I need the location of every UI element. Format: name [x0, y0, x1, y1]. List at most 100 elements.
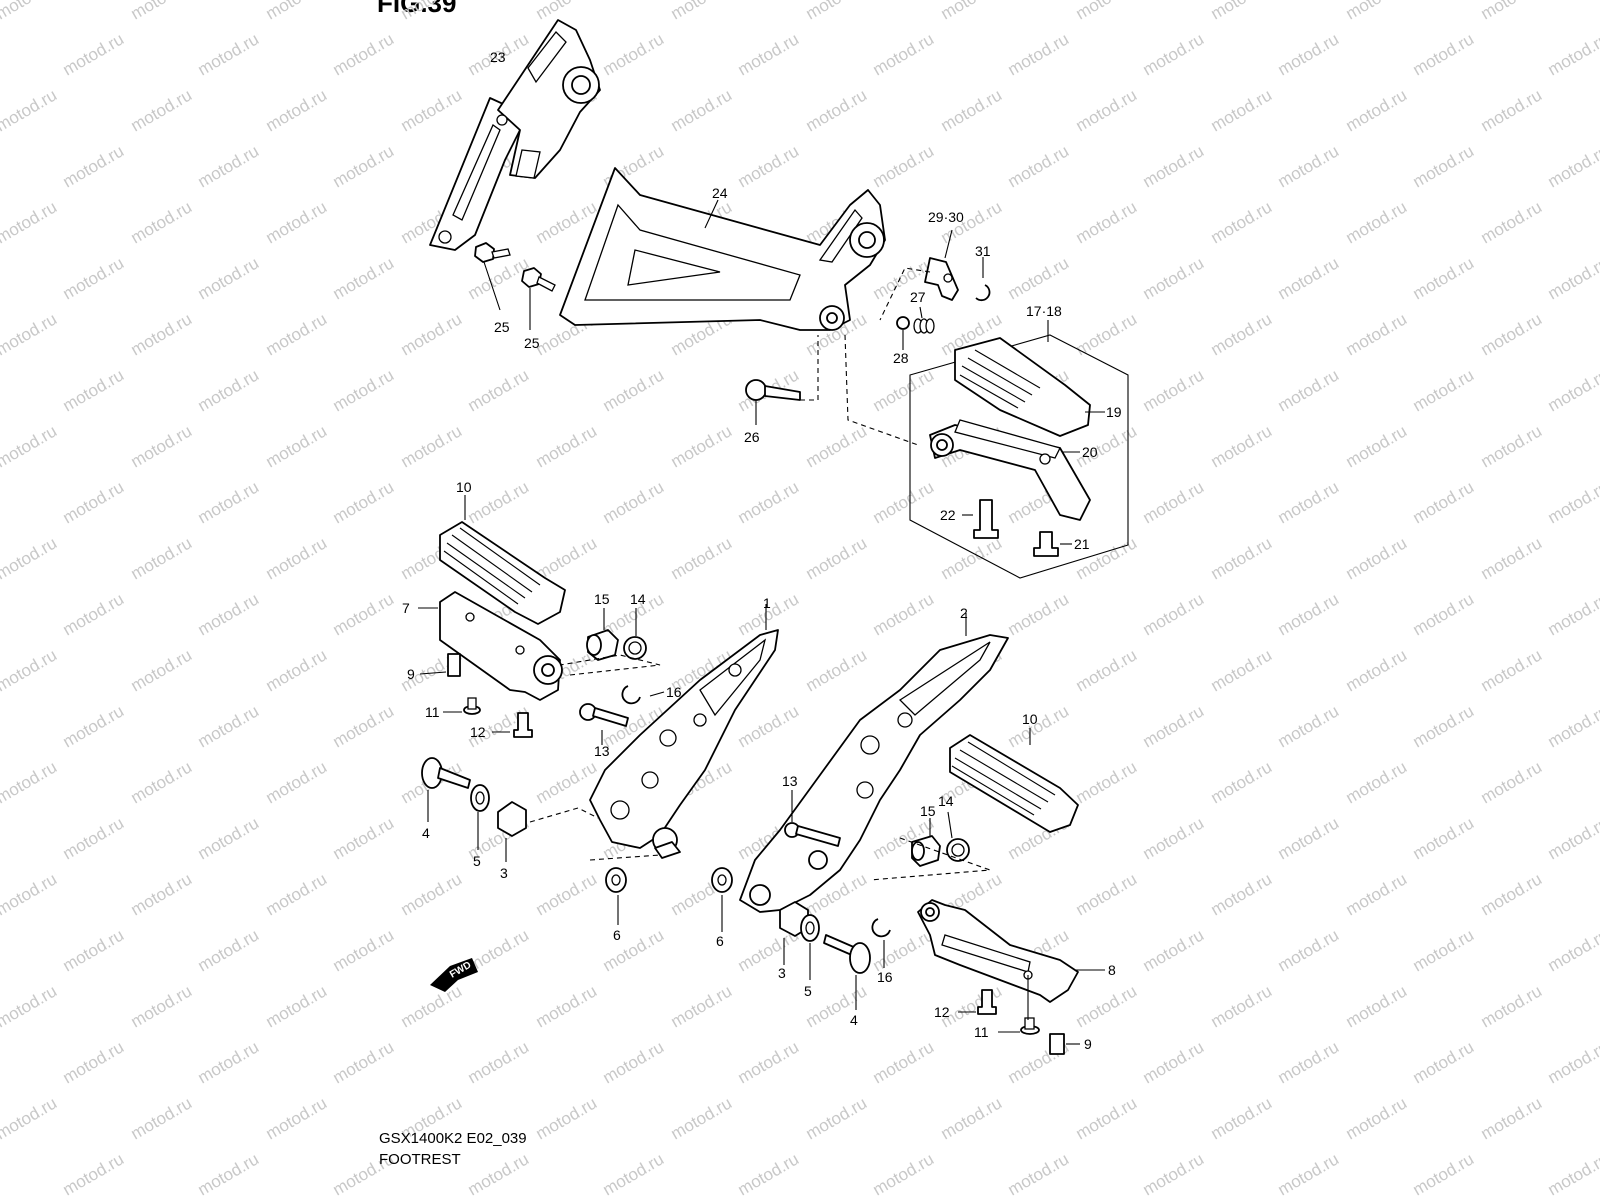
watermark-text: motod.ru: [398, 309, 466, 359]
watermark-text: motod.ru: [1275, 701, 1343, 751]
watermark-text: motod.ru: [1343, 0, 1411, 23]
watermark-text: motod.ru: [195, 1037, 263, 1087]
watermark-text: motod.ru: [195, 365, 263, 415]
watermark-text: motod.ru: [1208, 757, 1276, 807]
label-28: 28: [893, 350, 909, 366]
label-12b: 12: [934, 1004, 950, 1020]
watermark-text: motod.ru: [668, 85, 736, 135]
watermark-text: motod.ru: [1343, 1093, 1411, 1143]
watermark-text: motod.ru: [60, 1149, 128, 1199]
watermark-text: motod.ru: [1140, 1149, 1208, 1199]
label-29-30: 29·30: [928, 209, 964, 225]
label-11a: 11: [425, 704, 440, 720]
section-caption: FOOTREST: [379, 1151, 461, 1168]
label-23: 23: [490, 49, 506, 65]
part-15-bush-left: [586, 608, 619, 661]
watermark-text: motod.ru: [1478, 197, 1546, 247]
watermark-text: motod.ru: [1478, 645, 1546, 695]
watermark-text: motod.ru: [128, 533, 196, 583]
watermark-text: motod.ru: [600, 1149, 668, 1199]
watermark-text: motod.ru: [870, 365, 938, 415]
watermark-text: motod.ru: [0, 421, 60, 471]
watermark-text: motod.ru: [128, 1093, 196, 1143]
watermark-text: motod.ru: [1208, 869, 1276, 919]
watermark-text: motod.ru: [668, 981, 736, 1031]
watermark-text: motod.ru: [1208, 197, 1276, 247]
part-6-washer-right: [711, 867, 733, 932]
label-19: 19: [1106, 404, 1122, 420]
part-14-spring-left: [559, 608, 661, 676]
watermark-text: motod.ru: [870, 141, 938, 191]
watermark-text: motod.ru: [263, 1093, 331, 1143]
watermark-text: motod.ru: [195, 813, 263, 863]
watermark-text: motod.ru: [1005, 1149, 1073, 1199]
part-26-pin: [745, 335, 819, 425]
watermark-text: motod.ru: [0, 869, 60, 919]
watermark-text: motod.ru: [1410, 701, 1478, 751]
watermark-text: motod.ru: [1208, 0, 1276, 23]
watermark-text: motod.ru: [1410, 141, 1478, 191]
watermark-text: motod.ru: [1478, 421, 1546, 471]
label-13a: 13: [594, 743, 610, 759]
watermark-text: motod.ru: [1478, 981, 1546, 1031]
watermark-text: motod.ru: [330, 477, 398, 527]
watermark-text: motod.ru: [1140, 813, 1208, 863]
watermark-text: motod.ru: [938, 85, 1006, 135]
label-3b: 3: [778, 965, 786, 981]
watermark-text: motod.ru: [600, 29, 668, 79]
figure-title: FIG.39: [377, 0, 457, 18]
part-5-washer-right: [800, 914, 820, 980]
label-5a: 5: [473, 853, 481, 869]
part-11-washer-left: [443, 697, 481, 715]
watermark-text: motod.ru: [735, 1037, 803, 1087]
watermark-text: motod.ru: [938, 533, 1006, 583]
watermark-text: motod.ru: [0, 757, 60, 807]
part-23-bracket: [429, 19, 601, 251]
label-9b: 9: [1084, 1036, 1092, 1052]
callout-labels: 23 24 25 25 26 27 28 29·30 31 17·18 19 2…: [402, 49, 1122, 1052]
label-6b: 6: [716, 933, 724, 949]
watermark-text: motod.ru: [870, 1037, 938, 1087]
dash-line-rear: [844, 334, 919, 446]
watermark-text: motod.ru: [1140, 365, 1208, 415]
watermark-text: motod.ru: [398, 981, 466, 1031]
watermark-text: motod.ru: [1005, 141, 1073, 191]
watermark-text: motod.ru: [1073, 85, 1141, 135]
watermark-text: motod.ru: [1140, 925, 1208, 975]
watermark-text: motod.ru: [1545, 925, 1600, 975]
watermark-text: motod.ru: [1343, 421, 1411, 471]
watermark-text: motod.ru: [330, 29, 398, 79]
watermark-text: motod.ru: [803, 533, 871, 583]
watermark-text: motod.ru: [1005, 29, 1073, 79]
watermark-text: motod.ru: [1208, 309, 1276, 359]
label-13b: 13: [782, 773, 798, 789]
watermark-text: motod.ru: [1275, 365, 1343, 415]
watermark-text: motod.ru: [803, 421, 871, 471]
watermark-text: motod.ru: [60, 365, 128, 415]
watermark-text: motod.ru: [533, 1093, 601, 1143]
watermark-text: motod.ru: [330, 589, 398, 639]
part-10-footrest-rubber-right: [949, 728, 1079, 833]
watermark-text: motod.ru: [1275, 589, 1343, 639]
label-10b: 10: [1022, 711, 1038, 727]
part-1-bracket-left: [589, 604, 779, 859]
label-3a: 3: [500, 865, 508, 881]
watermark-text: motod.ru: [263, 197, 331, 247]
watermark-text: motod.ru: [1005, 253, 1073, 303]
watermark-text: motod.ru: [600, 477, 668, 527]
watermark-text: motod.ru: [1545, 813, 1600, 863]
watermark-text: motod.ru: [1545, 477, 1600, 527]
watermark-text: motod.ru: [1208, 1093, 1276, 1143]
part-28-ball: [896, 316, 910, 350]
watermark-text: motod.ru: [1073, 757, 1141, 807]
watermark-text: motod.ru: [1140, 1037, 1208, 1087]
part-4-bolt-left: [421, 757, 471, 822]
watermark-text: motod.ru: [330, 365, 398, 415]
label-14a: 14: [630, 591, 646, 607]
watermark-text: motod.ru: [263, 757, 331, 807]
watermark-text: motod.ru: [735, 29, 803, 79]
watermark-text: motod.ru: [330, 813, 398, 863]
watermark-text: motod.ru: [0, 981, 60, 1031]
label-21: 21: [1074, 536, 1090, 552]
